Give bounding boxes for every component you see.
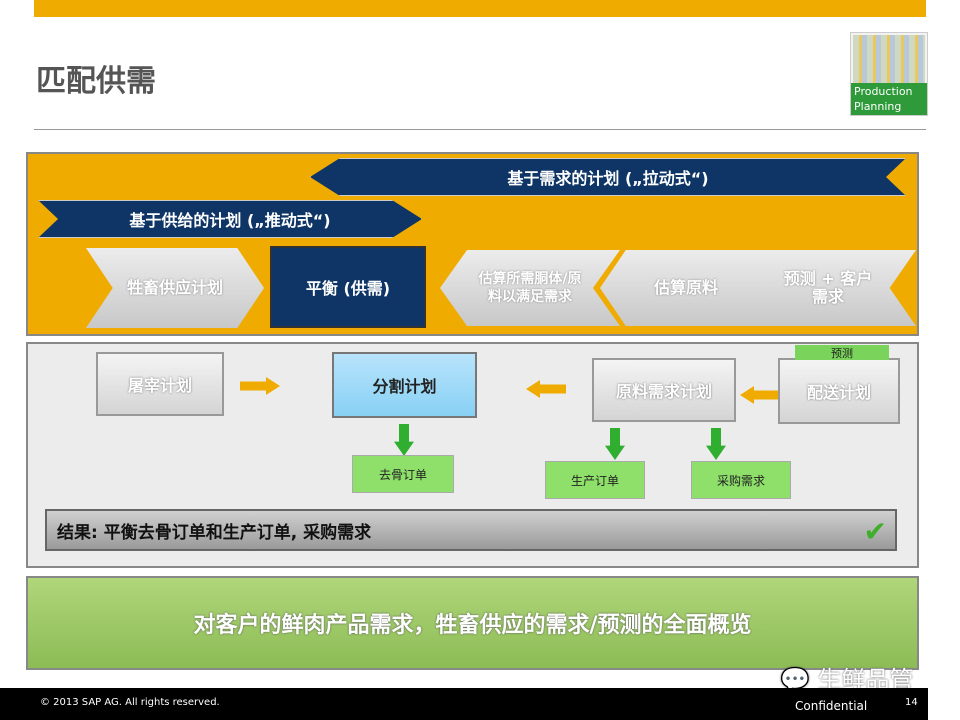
deboning-order-box: 去骨订单	[352, 455, 454, 493]
result-text: 结果: 平衡去骨订单和生产订单, 采购需求	[57, 522, 372, 543]
arrow-left-icon	[526, 380, 566, 398]
confidential-label: Confidential	[795, 699, 868, 713]
production-planning-thumbnail: Production Planning	[850, 32, 928, 116]
divider	[34, 129, 926, 130]
copyright: © 2013 SAP AG. All rights reserved.	[40, 697, 220, 708]
pull-planning-band: 基于需求的计划 („拉动式“)	[310, 158, 906, 196]
slaughter-plan-box: 屠宰计划	[96, 352, 224, 416]
delivery-plan-box: 配送计划	[778, 358, 900, 424]
arrow-right-icon	[240, 377, 280, 395]
page-number: 14	[905, 697, 918, 708]
cutting-plan-box: 分割计划	[332, 352, 477, 418]
purchase-requisition-box: 采购需求	[691, 461, 791, 499]
thumbnail-image	[853, 35, 925, 83]
chevron-forecast-demand: 预测 + 客户需求	[740, 250, 916, 326]
thumbnail-label: Production Planning	[851, 83, 927, 115]
summary-banner: 对客户的鲜肉产品需求，牲畜供应的需求/预测的全面概览	[26, 576, 919, 670]
chevron-livestock-supply: 牲畜供应计划	[86, 248, 264, 328]
checkmark-icon: ✔	[863, 515, 887, 548]
arrow-down-icon	[605, 428, 625, 460]
push-planning-band: 基于供给的计划 („推动式“)	[38, 200, 422, 238]
arrow-down-icon	[394, 424, 414, 456]
production-order-box: 生产订单	[545, 461, 645, 499]
top-accent-bar	[34, 0, 926, 17]
page-title: 匹配供需	[36, 64, 156, 99]
footer: © 2013 SAP AG. All rights reserved. Conf…	[0, 688, 928, 720]
chevron-estimate-carcass: 估算所需胴体/原料以满足需求	[440, 250, 620, 326]
chevron-label: 预测 + 客户需求	[783, 269, 873, 306]
forecast-tag: 预测	[795, 345, 889, 360]
chevron-label: 估算所需胴体/原料以满足需求	[478, 271, 582, 305]
material-requirement-plan-box: 原料需求计划	[592, 358, 736, 422]
arrow-left-icon	[740, 386, 780, 404]
result-bar: 结果: 平衡去骨订单和生产订单, 采购需求 ✔	[45, 509, 897, 551]
arrow-down-icon	[706, 428, 726, 460]
balance-box: 平衡 (供需)	[270, 246, 426, 328]
